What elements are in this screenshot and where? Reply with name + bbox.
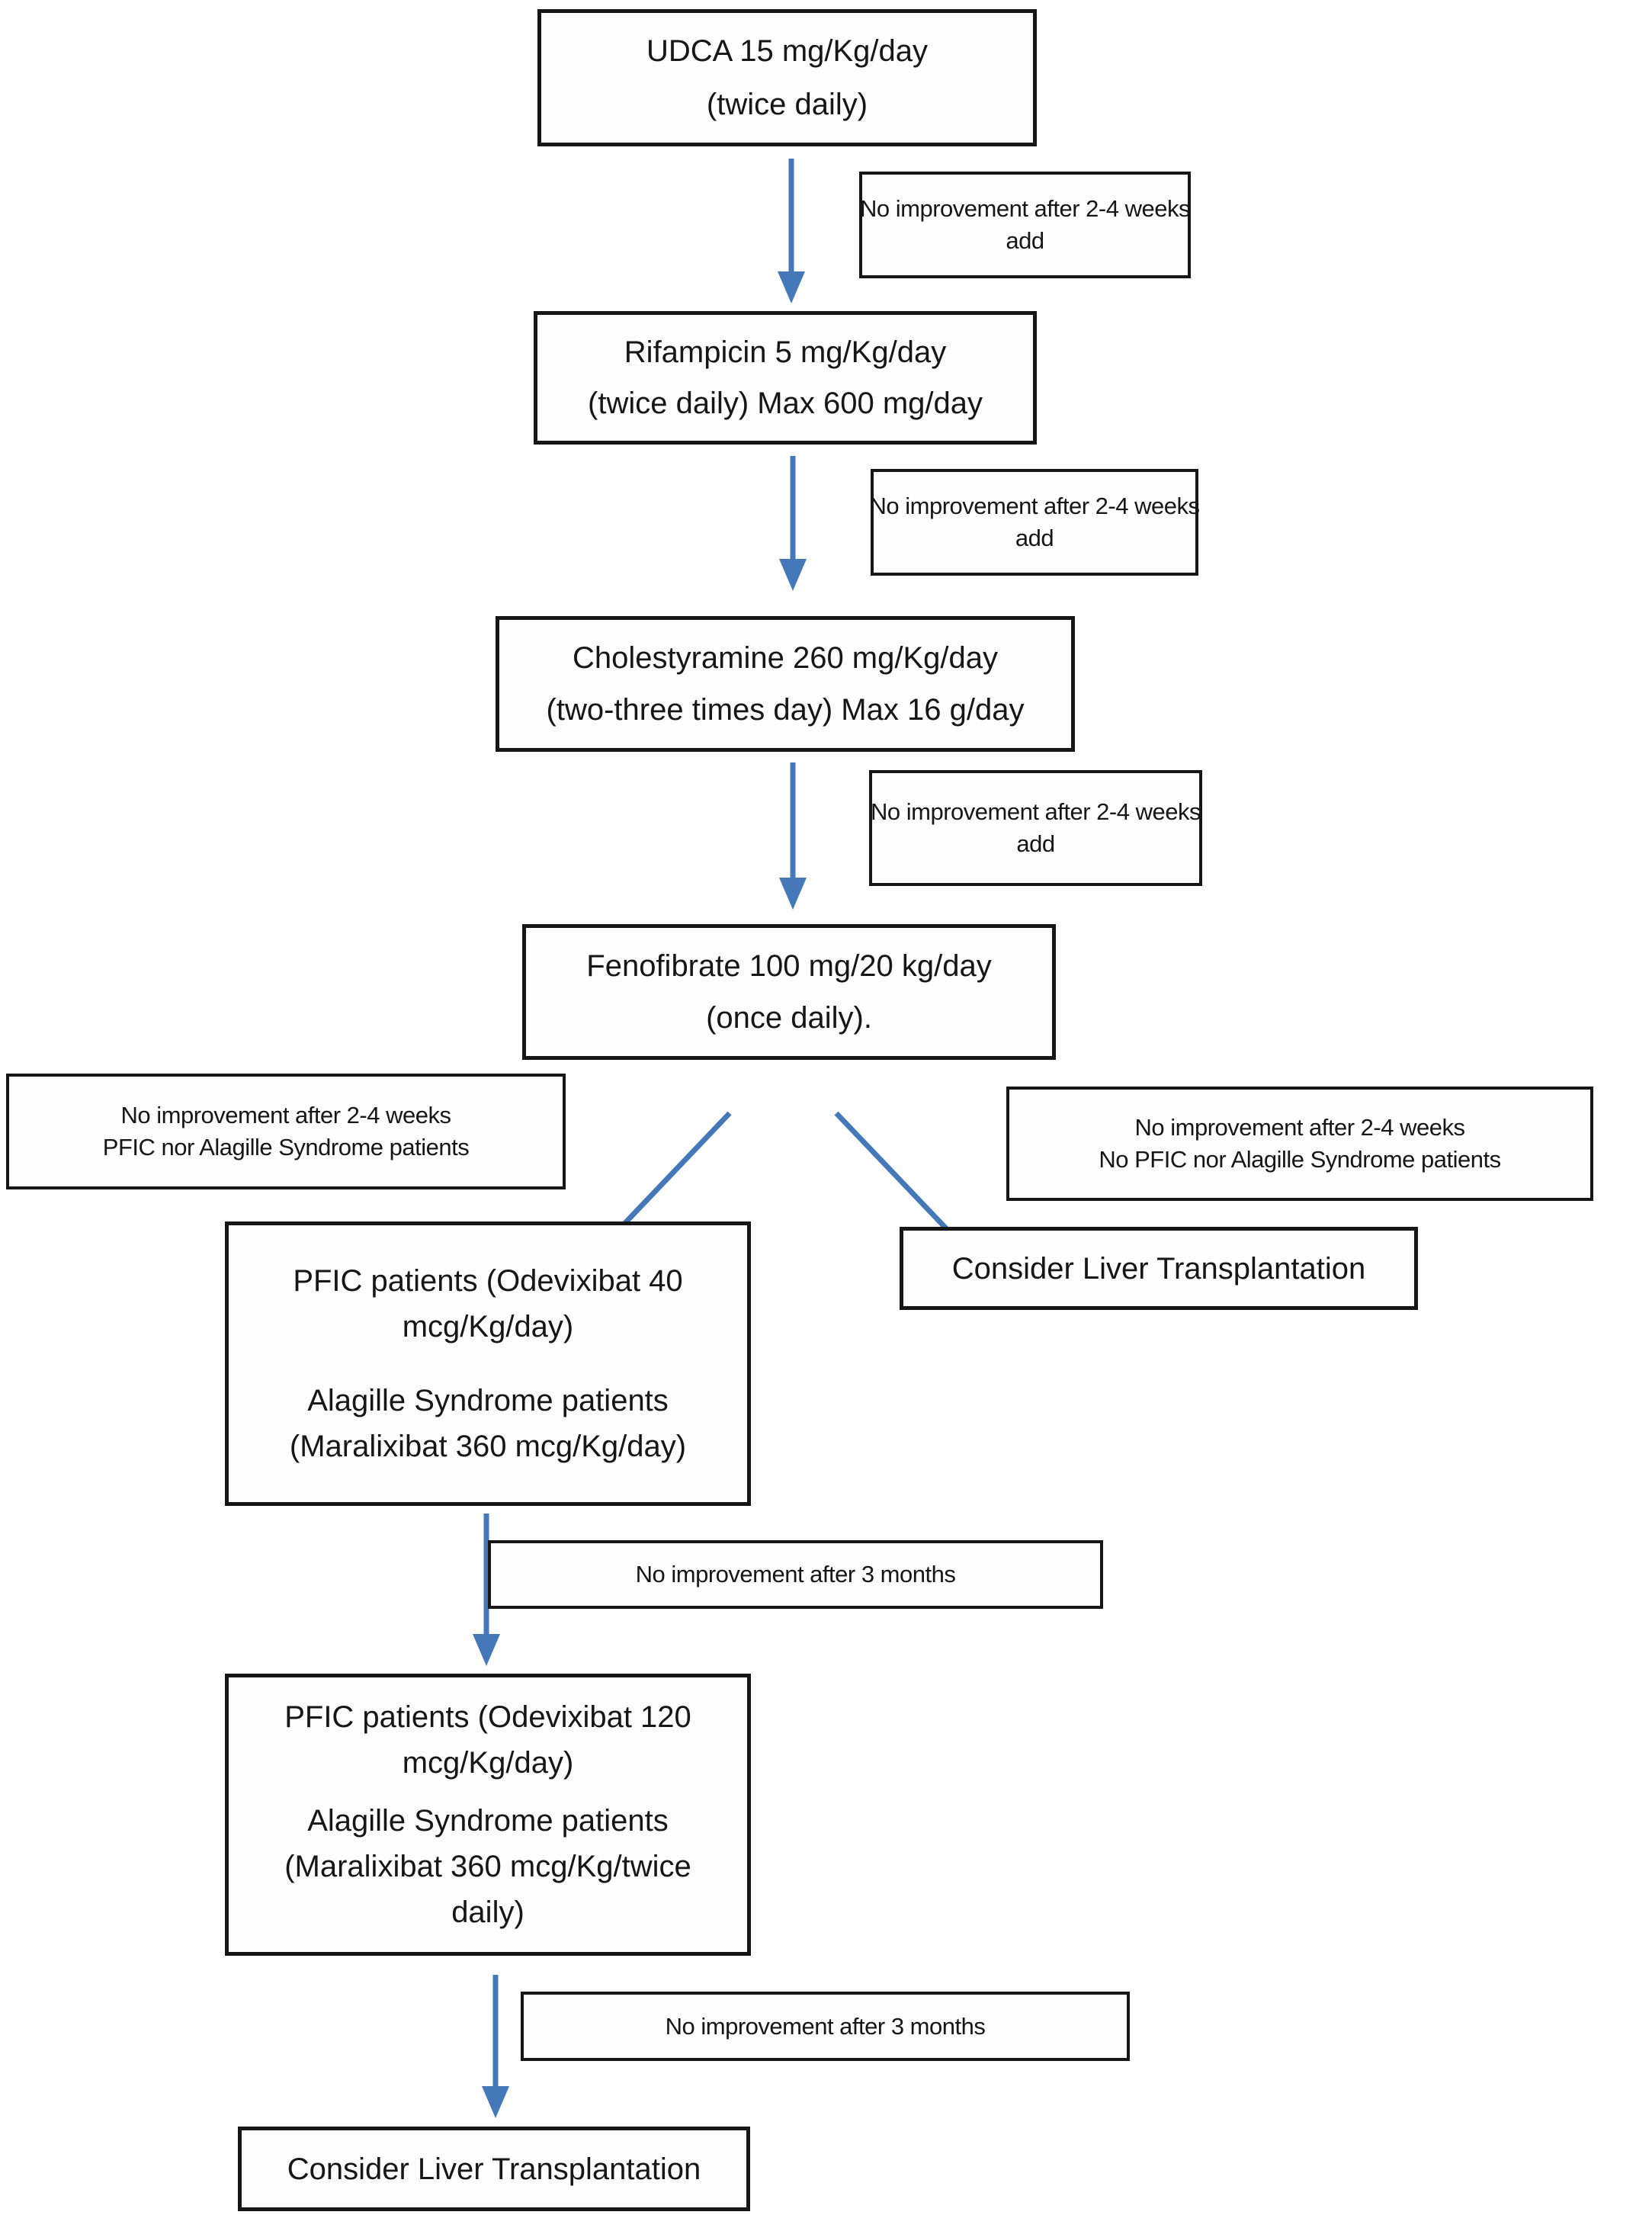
pfic-step1-paragraph1: PFIC patients (Odevixibat 40 mcg/Kg/day) (293, 1258, 682, 1350)
node-transplant-bottom: Consider Liver Transplantation (238, 2127, 750, 2211)
label-line: No improvement after 2-4 weeks (860, 195, 1190, 223)
arrow-down-icon (473, 1514, 500, 1666)
node-pfic-step1: PFIC patients (Odevixibat 40 mcg/Kg/day)… (225, 1221, 751, 1506)
label-line: No improvement after 2-4 weeks (1134, 1114, 1465, 1141)
node-rifampicin-line1: Rifampicin 5 mg/Kg/day (624, 335, 947, 369)
label-line: No PFIC nor Alagille Syndrome patients (1099, 1146, 1501, 1173)
label-line: No improvement after 2-4 weeks (871, 798, 1201, 826)
node-line: daily) (451, 1896, 524, 1929)
node-transplant-right-line1: Consider Liver Transplantation (951, 1251, 1366, 1286)
label-branch-left: No improvement after 2-4 weeks PFIC nor … (6, 1074, 566, 1189)
node-pfic-step2: PFIC patients (Odevixibat 120 mcg/Kg/day… (225, 1674, 751, 1956)
node-fenofibrate-line1: Fenofibrate 100 mg/20 kg/day (586, 949, 992, 983)
arrow-down-icon (778, 159, 805, 303)
pfic-step2-paragraph2: Alagille Syndrome patients (Maralixibat … (284, 1798, 691, 1935)
node-line: Alagille Syndrome patients (307, 1384, 669, 1417)
label-after-rifampicin: No improvement after 2-4 weeks add (869, 469, 1200, 576)
label-after-pfic-step1: No improvement after 3 months (488, 1540, 1103, 1609)
label-line: add (1016, 830, 1055, 857)
label-line: No improvement after 3 months (635, 1561, 956, 1588)
label-after-cholestyramine: No improvement after 2-4 weeks add (869, 770, 1202, 886)
pfic-step2-paragraph1: PFIC patients (Odevixibat 120 mcg/Kg/day… (284, 1694, 691, 1786)
arrow-down-icon (779, 456, 807, 591)
node-line: (Maralixibat 360 mcg/Kg/day) (289, 1430, 687, 1463)
label-after-pfic-step2: No improvement after 3 months (521, 1992, 1130, 2061)
node-line: (Maralixibat 360 mcg/Kg/twice (284, 1850, 691, 1883)
label-line: PFIC nor Alagille Syndrome patients (102, 1134, 470, 1160)
node-line: mcg/Kg/day) (402, 1310, 574, 1343)
node-rifampicin: Rifampicin 5 mg/Kg/day (twice daily) Max… (534, 311, 1037, 445)
node-udca-line1: UDCA 15 mg/Kg/day (646, 34, 929, 69)
label-line: No improvement after 3 months (665, 2012, 986, 2040)
node-fenofibrate-line2: (once daily). (706, 1001, 872, 1035)
node-cholestyramine-line2: (two-three times day) Max 16 g/day (546, 693, 1025, 727)
arrow-down-icon (482, 1975, 509, 2118)
node-cholestyramine-line1: Cholestyramine 260 mg/Kg/day (572, 640, 999, 675)
node-transplant-right: Consider Liver Transplantation (900, 1227, 1418, 1310)
node-transplant-bottom-line1: Consider Liver Transplantation (287, 2152, 701, 2186)
arrow-head (779, 878, 807, 910)
node-line: mcg/Kg/day) (402, 1746, 574, 1780)
arrow-shaft (606, 1111, 732, 1243)
label-line: add (1006, 227, 1044, 254)
arrow-head (473, 1634, 500, 1666)
arrow-head (779, 559, 807, 591)
arrow-head (482, 2086, 509, 2118)
label-line: No improvement after 2-4 weeks (869, 493, 1200, 520)
node-udca-line2: (twice daily) (706, 87, 868, 121)
node-line: PFIC patients (Odevixibat 40 (293, 1264, 683, 1298)
label-branch-right: No improvement after 2-4 weeks No PFIC n… (1006, 1087, 1593, 1201)
pfic-step1-paragraph2: Alagille Syndrome patients (Maralixibat … (290, 1378, 686, 1469)
arrow-head (778, 271, 805, 303)
label-line: No improvement after 2-4 weeks (120, 1102, 451, 1129)
node-rifampicin-line2: (twice daily) Max 600 mg/day (588, 387, 983, 421)
node-cholestyramine: Cholestyramine 260 mg/Kg/day (two-three … (496, 616, 1075, 752)
arrow-shaft (834, 1111, 964, 1247)
node-line: Alagille Syndrome patients (307, 1804, 669, 1838)
node-line: PFIC patients (Odevixibat 120 (284, 1700, 691, 1734)
node-udca: UDCA 15 mg/Kg/day (twice daily) (537, 9, 1037, 146)
node-fenofibrate: Fenofibrate 100 mg/20 kg/day (once daily… (522, 924, 1056, 1060)
label-line: add (1015, 525, 1054, 551)
label-after-udca: No improvement after 2-4 weeks add (859, 172, 1191, 278)
arrow-down-icon (779, 762, 807, 910)
